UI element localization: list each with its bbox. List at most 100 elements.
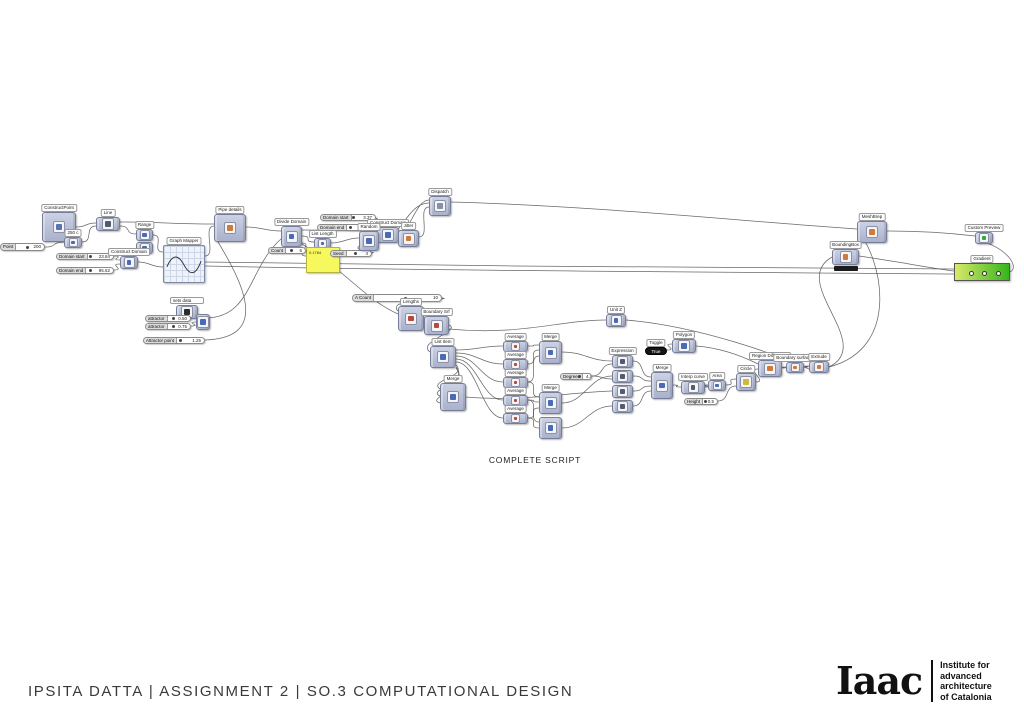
slider-handle[interactable] xyxy=(89,255,93,258)
jitter[interactable]: Jitter xyxy=(398,222,419,247)
slider-handle[interactable] xyxy=(171,317,175,320)
slider-label: A Count xyxy=(353,295,375,301)
logo-text: Institute for advanced architecture of C… xyxy=(940,660,992,702)
list-item[interactable]: List Item xyxy=(430,338,456,368)
dispatch[interactable]: Dispatch xyxy=(428,188,452,216)
wire xyxy=(455,355,504,383)
merge-right-2[interactable]: Merge xyxy=(539,384,562,414)
slider-handle[interactable] xyxy=(703,400,707,403)
range-1[interactable]: Range xyxy=(134,221,155,241)
icon-glyph xyxy=(105,221,111,227)
wire xyxy=(204,241,246,341)
boundary-surfaces[interactable]: Boundary surfaces xyxy=(773,354,817,373)
polygon[interactable]: Polygon xyxy=(672,331,696,353)
slider-handle[interactable] xyxy=(178,339,182,342)
bounding-box-bar xyxy=(834,266,858,271)
unit-z[interactable]: Unit Z xyxy=(606,306,626,327)
gradient-grip[interactable] xyxy=(968,270,974,276)
merge-bottom[interactable]: Merge xyxy=(651,364,673,399)
wire xyxy=(527,417,540,429)
extrude[interactable]: Extrude xyxy=(808,353,830,373)
construct-domain-2[interactable]: Construct Domain xyxy=(366,219,410,243)
series-250[interactable]: 250 c xyxy=(64,229,82,248)
component-icon xyxy=(687,382,699,393)
merge-left[interactable]: Merge xyxy=(440,375,466,411)
area[interactable]: Area xyxy=(708,372,726,391)
wire xyxy=(527,399,540,423)
component-icon xyxy=(740,376,752,388)
bounding-box[interactable]: BoundingBox xyxy=(829,241,862,265)
component-icon xyxy=(839,251,852,263)
slider-handle[interactable] xyxy=(578,375,582,378)
attractor-merge[interactable] xyxy=(196,314,210,330)
icon-glyph xyxy=(620,389,625,394)
pipe-details[interactable]: Pipe details xyxy=(214,206,246,242)
construct-domain-1[interactable]: Construct Domain xyxy=(107,248,151,269)
icon-glyph xyxy=(320,241,325,246)
boundary-srf-1[interactable]: Boundary Srf xyxy=(420,308,453,335)
line[interactable]: Line xyxy=(96,209,120,231)
average-2[interactable]: Average xyxy=(503,351,528,370)
icon-glyph xyxy=(142,245,147,251)
component-icon xyxy=(434,200,446,212)
wire xyxy=(527,399,540,403)
graph-mapper[interactable]: Graph Mapper xyxy=(163,237,205,283)
wire xyxy=(527,407,540,419)
expression-3[interactable] xyxy=(612,385,633,398)
divide-domain[interactable]: Divide Domain xyxy=(273,218,310,247)
icon-glyph xyxy=(437,203,443,209)
merge-right-3[interactable] xyxy=(539,417,562,439)
expression-2[interactable] xyxy=(612,370,633,383)
gradient[interactable]: Gradient xyxy=(954,255,1010,281)
slider-handle[interactable] xyxy=(354,252,358,255)
list-length[interactable]: List Length xyxy=(308,230,337,249)
component-tag: Pipe details xyxy=(215,206,245,214)
merge-right-1[interactable]: Merge xyxy=(539,333,562,364)
lengths[interactable]: Lengths xyxy=(398,298,424,331)
slider-handle[interactable] xyxy=(349,226,353,229)
wire xyxy=(527,381,540,398)
mesh-brep[interactable]: MeshBrep xyxy=(857,213,887,243)
slider-handle[interactable] xyxy=(89,269,93,272)
component-tag: List Item xyxy=(431,338,455,346)
component-tag: Average xyxy=(504,351,527,359)
slider-handle[interactable] xyxy=(171,325,175,328)
expression-1[interactable]: Expression xyxy=(608,347,637,368)
custom-preview[interactable]: Custom Preview xyxy=(964,224,1004,244)
slider-handle[interactable] xyxy=(289,249,293,252)
slider-label: Domain end xyxy=(57,268,87,273)
random[interactable]: Random xyxy=(357,223,381,251)
expression-4[interactable] xyxy=(612,400,633,413)
icon-glyph xyxy=(513,362,518,367)
component-icon xyxy=(617,386,628,397)
average-5[interactable]: Average xyxy=(503,405,528,424)
interp-curve[interactable]: Interp curve xyxy=(678,373,708,394)
slider-label: attractor xyxy=(146,324,168,329)
slider-value: 4 xyxy=(365,250,368,256)
gradient-grip[interactable] xyxy=(995,270,1001,276)
slider-handle[interactable] xyxy=(352,216,356,219)
gradient-grip[interactable] xyxy=(982,270,987,276)
component-tag: Dispatch xyxy=(428,188,452,196)
slider-handle[interactable] xyxy=(25,245,29,249)
wire xyxy=(672,384,682,388)
icon-glyph xyxy=(547,425,554,431)
component-tag: Interp curve xyxy=(678,373,708,381)
icon-glyph xyxy=(513,398,518,403)
region-difference[interactable]: Region Difference xyxy=(749,352,791,377)
circle[interactable]: Circle xyxy=(736,365,756,391)
